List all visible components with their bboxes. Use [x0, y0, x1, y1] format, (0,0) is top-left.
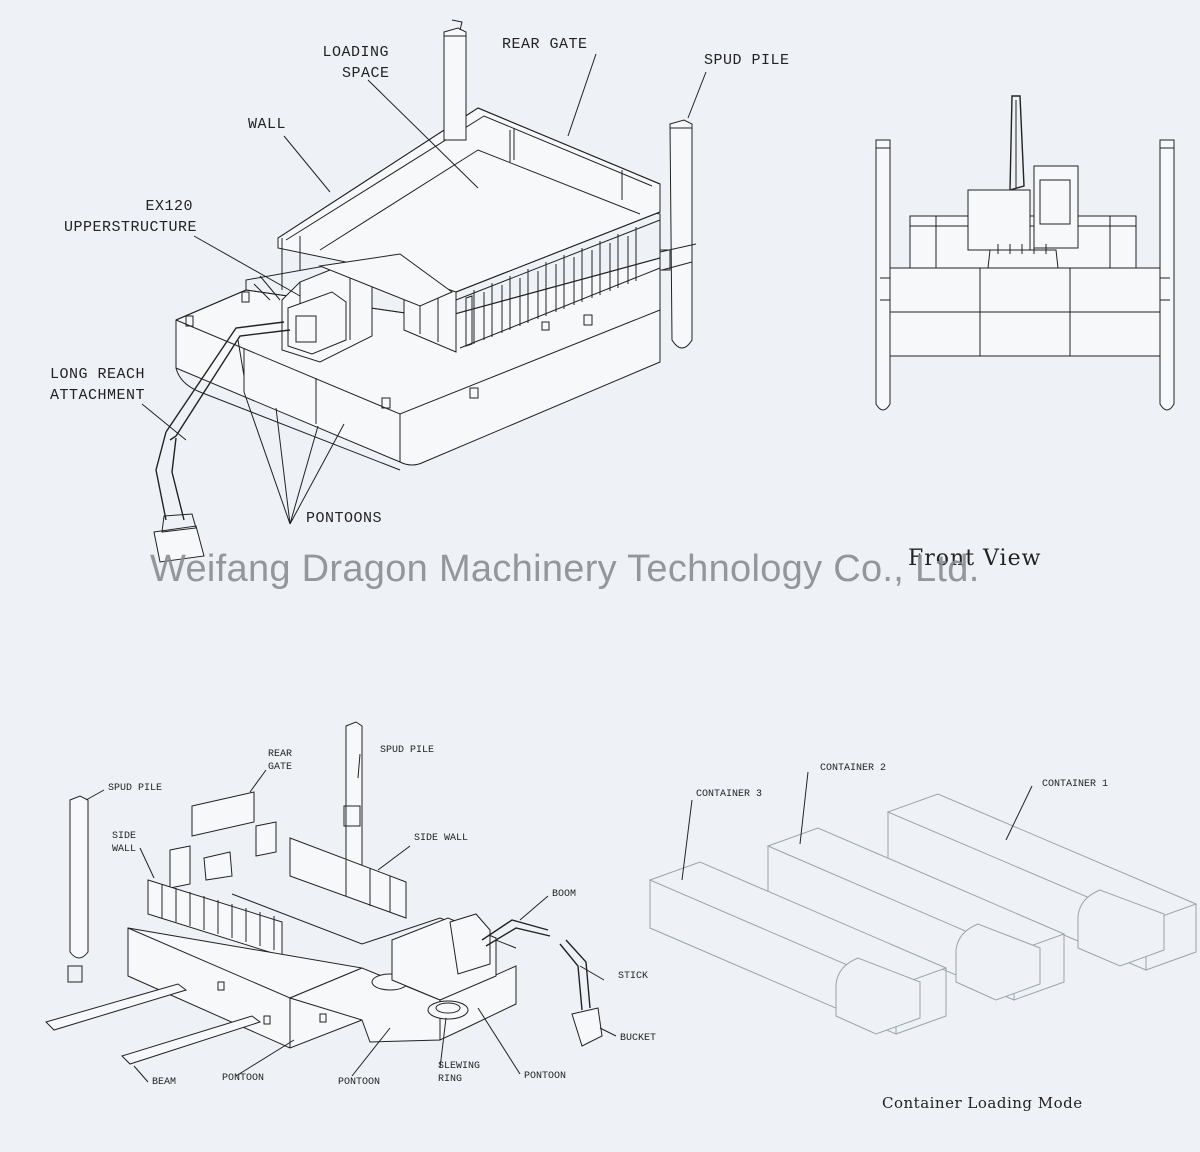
- main-isometric-view: [153, 19, 697, 563]
- exploded-stick: [559, 943, 583, 1011]
- container-view: [648, 793, 1198, 1035]
- exploded-pontoon-1: [127, 927, 363, 1049]
- exploded-view: [45, 721, 603, 1065]
- front-spud-left: [875, 139, 891, 411]
- front-spud-right: [1159, 139, 1175, 411]
- watermark: Weifang Dragon Machinery Technology Co.,…: [150, 548, 980, 590]
- label-long-reach: LONG REACH ATTACHMENT: [50, 364, 145, 406]
- label-long-reach-line2: ATTACHMENT: [50, 387, 146, 404]
- label-wall: WALL: [248, 116, 287, 133]
- exploded-side-wall-right: [289, 837, 407, 919]
- label-container-1: CONTAINER 1: [1042, 779, 1109, 790]
- label-spud-pile-main: SPUD PILE: [704, 52, 790, 69]
- leader-lines: [85, 53, 1033, 1083]
- label-exploded-slewing-ring-line1: SLEWING: [438, 1061, 481, 1072]
- label-upperstructure-line2: UPPERSTRUCTURE: [64, 219, 198, 236]
- label-exploded-side-wall-left-line1: SIDE: [112, 831, 137, 842]
- label-exploded-slewing-ring-line2: RING: [438, 1074, 463, 1085]
- front-cab: [1033, 165, 1079, 249]
- caption-container-loading-mode: Container Loading Mode: [882, 1094, 1083, 1112]
- exploded-bucket: [571, 1007, 603, 1047]
- exploded-beam-1: [45, 983, 188, 1031]
- label-upperstructure-line1: EX120: [145, 198, 194, 215]
- front-view: [875, 95, 1175, 411]
- label-exploded-stick: STICK: [618, 971, 649, 982]
- label-exploded-boom: BOOM: [552, 889, 577, 900]
- label-exploded-rear-gate-line1: REAR: [268, 749, 293, 760]
- label-exploded-rear-gate-line2: GATE: [268, 762, 293, 773]
- label-loading-space-line1: LOADING: [322, 44, 390, 61]
- caption-front-view: Front View: [908, 546, 1042, 571]
- label-rear-gate: REAR GATE: [502, 36, 588, 53]
- label-exploded-beam: BEAM: [152, 1077, 177, 1088]
- label-exploded-pontoon-2: PONTOON: [338, 1077, 381, 1088]
- label-exploded-pontoon-3: PONTOON: [524, 1071, 567, 1082]
- exploded-slewing-ring: [427, 1000, 469, 1020]
- main-excavator: [153, 253, 453, 563]
- main-spud-piles: [443, 19, 697, 349]
- label-container-2: CONTAINER 2: [820, 763, 887, 774]
- label-exploded-pontoon-1: PONTOON: [222, 1073, 265, 1084]
- label-loading-space-line2: SPACE: [342, 65, 390, 82]
- exploded-beam-2: [121, 1015, 262, 1065]
- label-exploded-rear-gate: REAR GATE: [268, 748, 292, 774]
- label-long-reach-line1: LONG REACH: [50, 366, 146, 383]
- label-exploded-side-wall-left-line2: WALL: [112, 844, 137, 855]
- label-exploded-slewing-ring: SLEWING RING: [438, 1060, 480, 1086]
- exploded-spud-left: [69, 795, 89, 959]
- exploded-pontoon-3: [439, 965, 517, 1041]
- main-loading-wall: [277, 107, 661, 353]
- exploded-spud-top: [345, 721, 363, 873]
- label-exploded-bucket: BUCKET: [620, 1033, 657, 1044]
- label-loading-space: LOADING SPACE: [322, 42, 390, 84]
- label-exploded-spud-pile-left: SPUD PILE: [108, 783, 163, 794]
- label-upperstructure: EX120 UPPERSTRUCTURE: [64, 196, 197, 238]
- label-exploded-side-wall-left: SIDE WALL: [112, 830, 136, 856]
- label-pontoons: PONTOONS: [306, 510, 383, 527]
- label-exploded-side-wall-right: SIDE WALL: [414, 833, 469, 844]
- label-exploded-spud-pile-top: SPUD PILE: [380, 745, 435, 756]
- exploded-rear-gate: [191, 791, 255, 837]
- label-container-3: CONTAINER 3: [696, 789, 763, 800]
